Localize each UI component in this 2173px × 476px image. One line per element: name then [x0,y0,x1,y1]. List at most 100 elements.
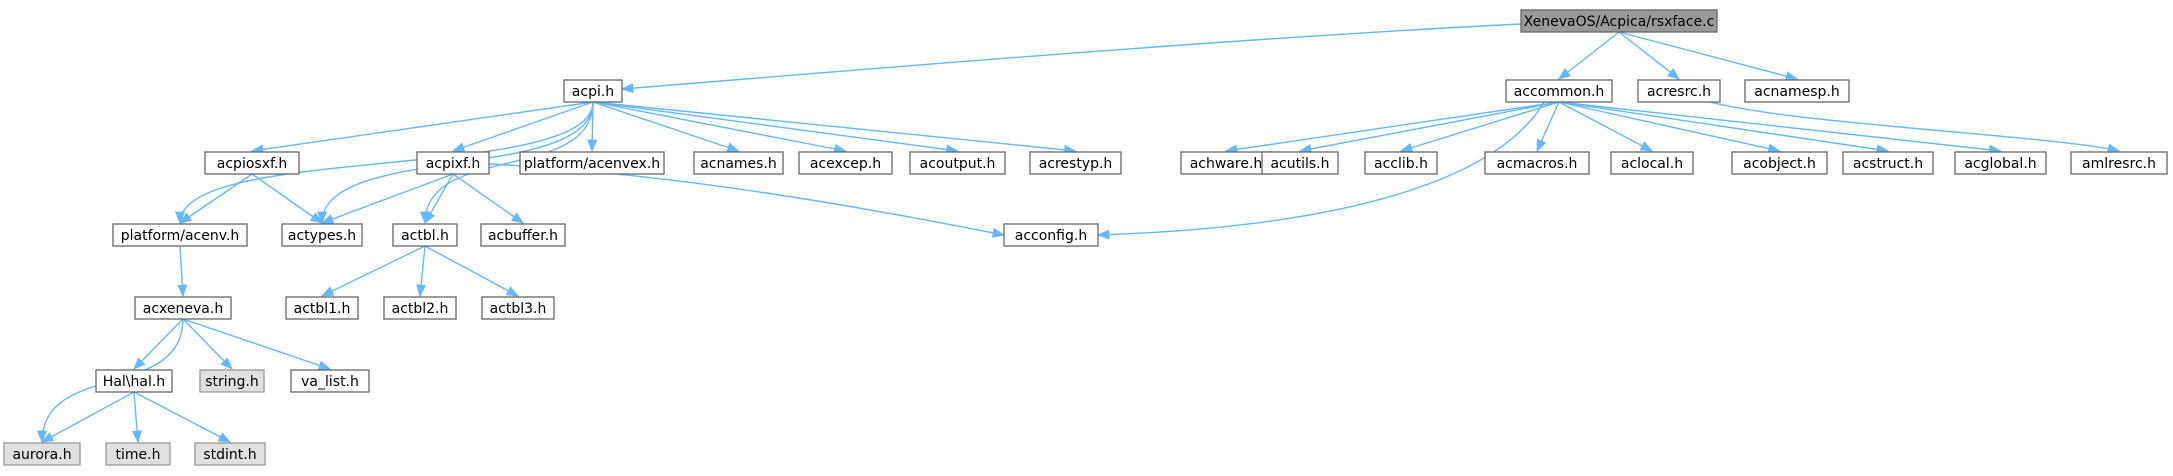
node-acobject[interactable]: acobject.h [1731,151,1828,175]
edge-acpi-to-actbl [419,101,594,225]
node-box-stdint [194,442,266,466]
node-actbl[interactable]: actbl.h [392,223,458,247]
node-acnamesp[interactable]: acnamesp.h [1744,79,1850,103]
node-label-acenv: platform/acenv.h [121,228,240,244]
edge-accommon-to-acstruct [1558,101,1890,155]
node-box-acobject [1731,151,1828,175]
node-label-stringh: string.h [205,374,259,390]
edge-acpi-to-acrestyp [592,101,1077,155]
node-box-acbuffer [480,223,566,247]
node-acglobal[interactable]: acglobal.h [1954,151,2047,175]
node-acxeneva[interactable]: acxeneva.h [134,296,232,320]
node-label-actbl2: actbl2.h [392,301,449,317]
node-box-acoutput [909,151,1006,175]
node-box-actbl3 [481,296,555,320]
node-actbl2[interactable]: actbl2.h [383,296,457,320]
node-label-acresrc: acresrc.h [1647,84,1711,100]
node-accommon[interactable]: accommon.h [1505,79,1613,103]
node-box-acpi [563,79,623,103]
node-acenvex[interactable]: platform/acenvex.h [519,151,665,175]
node-achware[interactable]: achware.h [1180,151,1272,175]
edge-rsxface-to-accommon [1558,31,1620,80]
node-acclib[interactable]: acclib.h [1364,151,1438,175]
node-box-acexcep [798,151,893,175]
node-label-acnames: acnames.h [700,156,777,172]
node-acutils[interactable]: acutils.h [1261,151,1339,175]
node-label-actbl3: actbl3.h [490,301,547,317]
node-actbl3[interactable]: actbl3.h [481,296,555,320]
node-label-timeh: time.h [116,447,161,463]
edge-acxeneva-to-stringh [182,318,233,370]
node-acbuffer[interactable]: acbuffer.h [480,223,566,247]
edge-accommon-to-acobject [1558,101,1781,154]
node-box-rsxface [1520,9,1718,33]
edge-accommon-to-acglobal [1558,101,2002,155]
node-box-amlresrc [2070,151,2168,175]
node-acconfig[interactable]: acconfig.h [1003,223,1099,247]
node-va_list[interactable]: va_list.h [290,369,370,393]
node-label-va_list: va_list.h [301,374,359,390]
node-acpi[interactable]: acpi.h [563,79,623,103]
edge-acpi-to-acpiosxf [250,101,594,155]
node-label-accommon: accommon.h [1514,84,1605,100]
node-box-acglobal [1954,151,2047,175]
node-acrestyp[interactable]: acrestyp.h [1029,151,1122,175]
node-box-acnamesp [1744,79,1850,103]
node-box-acmacros [1484,151,1590,175]
node-label-achware: achware.h [1190,156,1263,172]
edge-acpi-to-acpixf [451,101,594,153]
node-acresrc[interactable]: acresrc.h [1637,79,1721,103]
node-label-acpixf: acpixf.h [426,156,481,172]
node-box-actbl1 [285,296,359,320]
node-acoutput[interactable]: acoutput.h [909,151,1006,175]
node-acmacros[interactable]: acmacros.h [1484,151,1590,175]
edge-accommon-to-achware [1224,101,1560,155]
node-stringh: string.h [199,369,265,393]
node-box-acstruct [1842,151,1934,175]
node-label-aurora: aurora.h [12,447,71,463]
node-rsxface: XenevaOS/Acpica/rsxface.c [1520,9,1718,33]
node-box-va_list [290,369,370,393]
node-box-acconfig [1003,223,1099,247]
node-halh[interactable]: Hal\hal.h [95,369,173,393]
node-label-acconfig: acconfig.h [1015,228,1087,244]
node-label-actbl: actbl.h [401,228,449,244]
node-amlresrc[interactable]: amlresrc.h [2070,151,2168,175]
edge-actbl-to-actbl1 [320,245,426,297]
node-label-acenvex: platform/acenvex.h [524,156,660,172]
node-box-acclib [1364,151,1438,175]
edge-rsxface-to-acpi [620,23,1522,94]
node-acpixf[interactable]: acpixf.h [416,151,490,175]
node-acexcep[interactable]: acexcep.h [798,151,893,175]
edge-accommon-to-aclocal [1558,101,1654,152]
node-box-timeh [105,442,171,466]
edge-acpi-to-acnames [592,101,740,153]
edge-halh-to-timeh [132,391,143,444]
node-box-aclocal [1610,151,1694,175]
node-label-acrestyp: acrestyp.h [1039,156,1113,172]
node-aclocal[interactable]: aclocal.h [1610,151,1694,175]
edge-layer [36,23,2121,444]
node-acnames[interactable]: acnames.h [693,151,784,175]
edge-accommon-to-acutils [1298,101,1560,154]
node-acpiosxf[interactable]: acpiosxf.h [204,151,300,175]
node-acenv[interactable]: platform/acenv.h [112,223,248,247]
node-box-acpiosxf [204,151,300,175]
node-actbl1[interactable]: actbl1.h [285,296,359,320]
node-actypes[interactable]: actypes.h [281,223,363,247]
edge-acpi-to-acenvex [587,101,598,153]
node-label-amlresrc: amlresrc.h [2082,156,2156,172]
node-label-acoutput: acoutput.h [920,156,996,172]
node-box-acenv [112,223,248,247]
node-acstruct[interactable]: acstruct.h [1842,151,1934,175]
node-layer: XenevaOS/Acpica/rsxface.c acpi.h accommon.… [3,9,2168,466]
node-label-acpiosxf: acpiosxf.h [217,156,287,172]
node-label-acexcep: acexcep.h [810,156,881,172]
edge-rsxface-to-acnamesp [1618,31,1799,81]
node-stdint: stdint.h [194,442,266,466]
node-box-actypes [281,223,363,247]
edge-acenv-to-acxeneva [177,245,188,298]
node-label-acutils: acutils.h [1270,156,1329,172]
edge-acpixf-to-actypes [320,173,454,224]
edge-acpiosxf-to-acenv [178,173,253,224]
